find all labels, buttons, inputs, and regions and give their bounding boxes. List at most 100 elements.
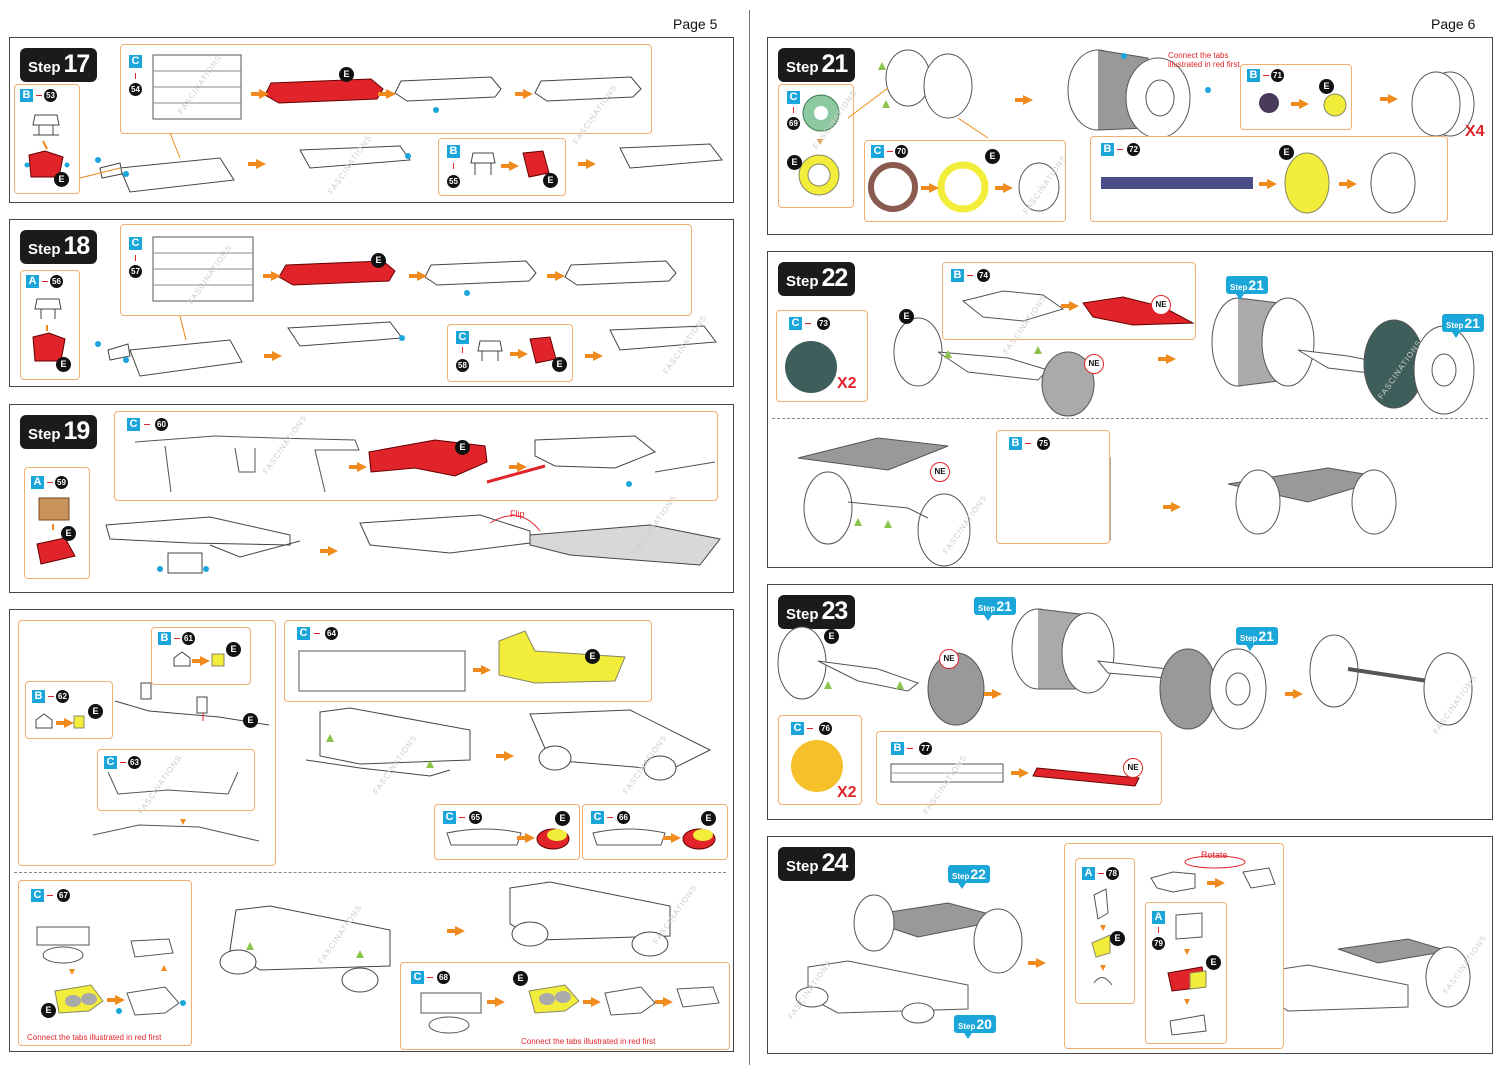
part-64-box: C 64 E xyxy=(284,620,652,702)
sheet-label: C xyxy=(591,811,604,824)
flip-label: Flip xyxy=(510,509,525,519)
sheet-label: B xyxy=(32,690,45,703)
part-number: 62 xyxy=(56,690,69,703)
part-79-box: A 79 E xyxy=(1145,902,1227,1044)
part-53-box: B 53 E xyxy=(14,84,80,194)
part-77-drawing xyxy=(890,763,1140,787)
part-number: 56 xyxy=(50,275,63,288)
sheet-label: C xyxy=(791,722,804,735)
step-24-detail-frame: A 78 E A 79 E xyxy=(1064,843,1284,1049)
part-54-sequence xyxy=(152,54,642,120)
dash xyxy=(907,748,913,749)
part-63-box: C 63 xyxy=(97,749,255,811)
down-arrow xyxy=(1100,965,1106,971)
part-53-drawing xyxy=(24,114,70,178)
e-mark: E xyxy=(543,173,558,188)
next-arrow xyxy=(1291,99,1309,109)
next-arrow xyxy=(921,183,939,193)
step-20-lower-assembly xyxy=(219,881,671,993)
e-mark: E xyxy=(54,172,69,187)
part-56-drawing xyxy=(32,298,66,362)
part-66-box: C 66 E xyxy=(582,804,728,860)
part-number: 73 xyxy=(817,317,830,330)
next-arrow xyxy=(378,89,396,99)
sheet-label: C xyxy=(127,418,140,431)
section-divider xyxy=(14,872,726,873)
part-63-drawing xyxy=(107,771,239,795)
part-76-box: C 76 X2 xyxy=(778,715,862,805)
part-number: 57 xyxy=(129,265,142,278)
multiplier-x2: X2 xyxy=(837,375,857,392)
part-69-box: C 69 E xyxy=(778,84,854,208)
sheet-label: C xyxy=(787,91,800,104)
down-arrow xyxy=(1100,925,1106,931)
sheet-label: A xyxy=(26,275,39,288)
part-61-box: B 61 E xyxy=(151,627,251,685)
part-57-box: C 57 E xyxy=(120,224,692,316)
rotate-label: Rotate xyxy=(1201,850,1228,860)
dash xyxy=(1025,443,1031,444)
part-number: 54 xyxy=(129,83,142,96)
dash xyxy=(135,73,136,79)
section-divider xyxy=(772,418,1488,419)
sheet-label: C xyxy=(871,145,884,158)
part-number: 55 xyxy=(447,175,460,188)
down-arrow xyxy=(817,139,823,145)
next-arrow xyxy=(1285,689,1303,699)
part-65-box: C 65 E xyxy=(434,804,580,860)
dash xyxy=(459,817,465,818)
next-arrow xyxy=(517,833,535,843)
part-74-box: B 74 NE xyxy=(942,262,1196,340)
next-arrow xyxy=(655,997,673,1007)
part-66-drawing xyxy=(592,828,716,850)
part-73-drawing xyxy=(785,341,837,393)
next-arrow xyxy=(1011,768,1029,778)
part-78-box: A 78 E xyxy=(1075,858,1135,1004)
step-20-left-frame: B 61 E B 62 E E xyxy=(18,620,276,866)
step-18-assembly xyxy=(95,315,717,377)
e-mark: E xyxy=(455,440,470,455)
dash xyxy=(36,95,42,96)
part-number: 70 xyxy=(895,145,908,158)
part-62-box: B 62 E xyxy=(25,681,113,739)
ne-mark: NE xyxy=(1084,354,1104,374)
e-mark: E xyxy=(701,811,716,826)
next-arrow xyxy=(547,271,565,281)
page-divider xyxy=(749,10,750,1065)
part-74-drawing xyxy=(961,290,1195,326)
part-71-drawing xyxy=(1259,93,1347,117)
e-mark: E xyxy=(824,629,839,644)
ne-mark: NE xyxy=(939,649,959,669)
part-78-drawing xyxy=(1091,888,1113,986)
part-68-box: C 68 E Connect the tabs illustrated in r… xyxy=(400,962,730,1050)
e-mark: E xyxy=(555,811,570,826)
part-72-drawing xyxy=(1101,152,1416,214)
ne-mark: NE xyxy=(930,462,950,482)
sheet-label: C xyxy=(129,237,142,250)
next-arrow xyxy=(1015,95,1033,105)
e-mark: E xyxy=(985,149,1000,164)
part-75-box: B 75 xyxy=(996,430,1110,544)
next-arrow xyxy=(473,665,491,675)
part-number: 75 xyxy=(1037,437,1050,450)
part-number: 58 xyxy=(456,359,469,372)
e-mark: E xyxy=(61,526,76,541)
sheet-label: B xyxy=(891,742,904,755)
e-mark: E xyxy=(41,1003,56,1018)
e-mark: E xyxy=(513,971,528,986)
down-arrow xyxy=(1184,999,1190,1005)
part-number: 78 xyxy=(1106,867,1119,880)
part-number: 64 xyxy=(325,627,338,640)
part-number: 74 xyxy=(977,269,990,282)
sheet-label: A xyxy=(1152,911,1165,924)
